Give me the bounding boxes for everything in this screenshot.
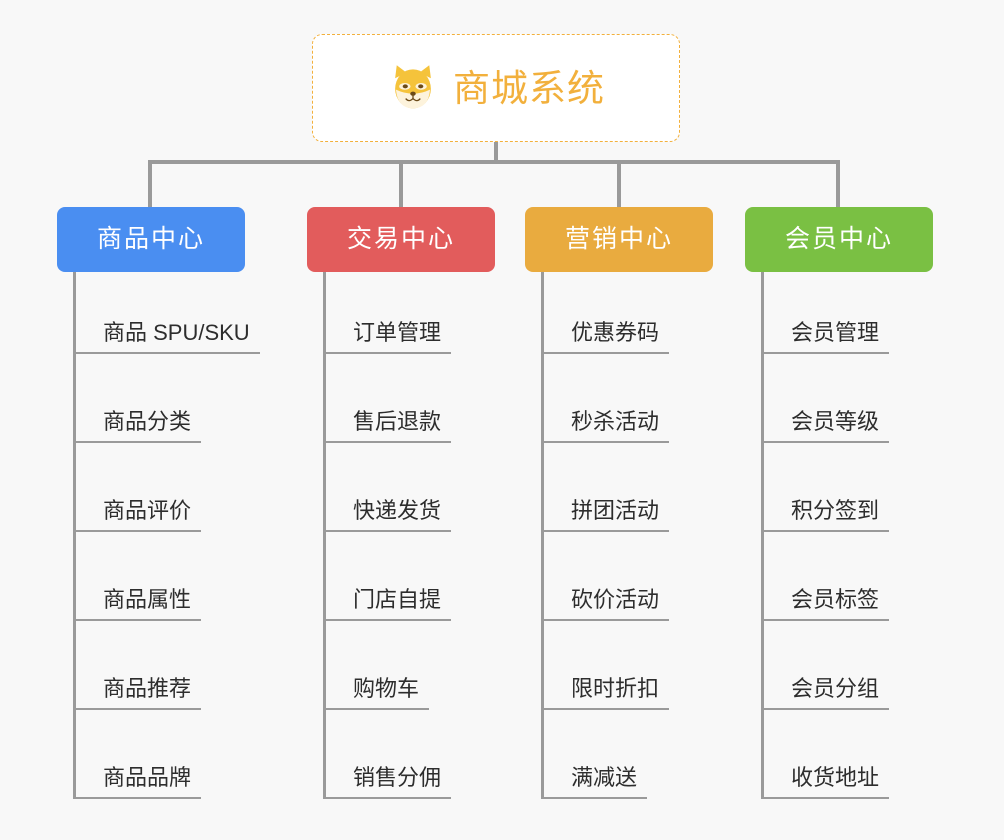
- branch-spine-3: [761, 272, 764, 799]
- branch-spine-2: [541, 272, 544, 799]
- leaf-label: 拼团活动: [571, 498, 660, 523]
- leaf-label: 限时折扣: [571, 676, 660, 701]
- branch-spine-1: [323, 272, 326, 799]
- leaf-item: 秒杀活动: [541, 354, 669, 443]
- leaf-label: 商品 SPU/SKU: [103, 320, 250, 345]
- root-title: 商城系统: [453, 67, 605, 109]
- category-label-3: 会员中心: [784, 225, 893, 253]
- leaf-label: 商品评价: [103, 498, 192, 523]
- leaf-label: 商品品牌: [103, 765, 192, 790]
- leaf-item: 限时折扣: [541, 621, 669, 710]
- category-label-1: 交易中心: [346, 225, 455, 253]
- leaf-label: 售后退款: [353, 409, 442, 434]
- category-box-3[interactable]: 会员中心: [745, 207, 933, 272]
- horizontal-bus-connector: [148, 160, 840, 164]
- leaf-label: 秒杀活动: [571, 409, 660, 434]
- leaf-item: 优惠券码: [541, 265, 669, 354]
- leaf-item: 快递发货: [323, 443, 451, 532]
- leaf-label: 商品分类: [103, 409, 192, 434]
- drop-connector-branch-0: [148, 160, 152, 207]
- leaf-item: 积分签到: [761, 443, 889, 532]
- leaf-label: 订单管理: [353, 320, 442, 345]
- branch-spine-0: [73, 272, 76, 799]
- leaf-label: 商品推荐: [103, 676, 192, 701]
- leaf-item: 会员管理: [761, 265, 889, 354]
- leaf-label: 销售分佣: [353, 765, 442, 790]
- leaf-item: 会员分组: [761, 621, 889, 710]
- leaf-label: 购物车: [353, 676, 420, 701]
- leaf-label: 收货地址: [791, 765, 880, 790]
- category-box-2[interactable]: 营销中心: [525, 207, 713, 272]
- leaf-item: 收货地址: [761, 710, 889, 799]
- leaf-label: 优惠券码: [571, 320, 660, 345]
- leaf-item: 会员等级: [761, 354, 889, 443]
- drop-connector-branch-3: [836, 160, 840, 207]
- category-box-0[interactable]: 商品中心: [57, 207, 245, 272]
- leaf-label: 会员标签: [791, 587, 880, 612]
- leaf-item: 销售分佣: [323, 710, 451, 799]
- leaf-item: 商品品牌: [73, 710, 201, 799]
- drop-connector-branch-2: [617, 160, 621, 207]
- leaf-item: 售后退款: [323, 354, 451, 443]
- leaf-item: 订单管理: [323, 265, 451, 354]
- leaf-item: 满减送: [541, 710, 647, 799]
- leaf-label: 满减送: [571, 765, 638, 790]
- leaf-item: 拼团活动: [541, 443, 669, 532]
- leaf-label: 商品属性: [103, 587, 192, 612]
- leaf-item: 商品推荐: [73, 621, 201, 710]
- leaf-label: 快递发货: [353, 498, 442, 523]
- leaf-label: 门店自提: [353, 587, 442, 612]
- leaf-item: 门店自提: [323, 532, 451, 621]
- shiba-dog-face-icon: [395, 65, 431, 109]
- leaf-item: 商品评价: [73, 443, 201, 532]
- leaf-item: 会员标签: [761, 532, 889, 621]
- leaf-item: 商品 SPU/SKU: [73, 265, 260, 354]
- leaf-label: 会员管理: [791, 320, 880, 345]
- category-label-2: 营销中心: [564, 225, 673, 253]
- leaf-label: 会员等级: [791, 409, 880, 434]
- leaf-item: 商品分类: [73, 354, 201, 443]
- root-stem-connector: [494, 142, 498, 164]
- category-box-1[interactable]: 交易中心: [307, 207, 495, 272]
- category-label-0: 商品中心: [96, 225, 205, 253]
- leaf-item: 砍价活动: [541, 532, 669, 621]
- root-node[interactable]: 商城系统: [312, 34, 680, 142]
- drop-connector-branch-1: [399, 160, 403, 207]
- leaf-label: 砍价活动: [571, 587, 660, 612]
- leaf-label: 会员分组: [791, 676, 880, 701]
- leaf-item: 购物车: [323, 621, 429, 710]
- leaf-label: 积分签到: [791, 498, 880, 523]
- leaf-item: 商品属性: [73, 532, 201, 621]
